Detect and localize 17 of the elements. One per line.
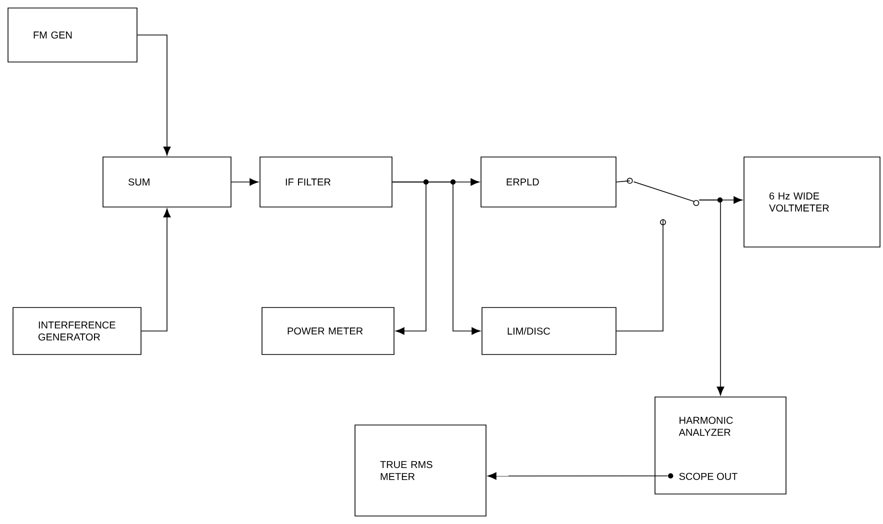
block-box: HARMONIC ANALYZER SCOPE OUT — [654, 396, 786, 494]
block-box: SUM — [102, 156, 232, 208]
arrow — [137, 34, 171, 156]
arrow — [231, 178, 258, 186]
block-box: INTERFERENCE GENERATOR — [12, 307, 142, 355]
block-box: TRUE RMS METER — [354, 424, 486, 516]
block-box: LIM/DISC — [482, 307, 616, 355]
block-box: FM GEN — [8, 8, 138, 62]
block-box: POWER METER — [262, 307, 394, 355]
block-box: ERPLD — [480, 156, 616, 208]
block-box: 6 Hz WIDE VOLTMETER — [744, 156, 880, 248]
arrow — [392, 182, 480, 335]
switch-symbol — [626, 178, 700, 226]
arrow — [488, 472, 668, 480]
block-box: IF FILTER — [260, 156, 392, 208]
arrow — [141, 208, 171, 332]
arrow — [698, 200, 724, 396]
